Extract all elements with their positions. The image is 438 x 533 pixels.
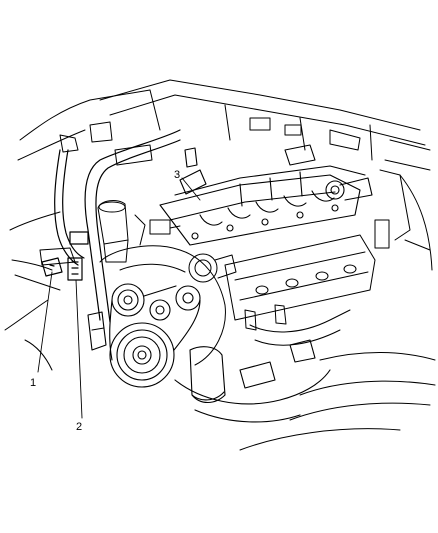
- sensor-connector: [67, 257, 83, 281]
- hoses: [41, 129, 181, 323]
- valve-cover: [224, 234, 376, 346]
- hose-clip-upper: [69, 231, 89, 245]
- accessory-drive: [87, 283, 331, 423]
- front-cover: [97, 200, 237, 366]
- callout-3-label: 3: [174, 169, 180, 181]
- leader-line-1: [37, 271, 53, 373]
- callout-leaders: [37, 177, 201, 419]
- body-panels: [4, 79, 436, 451]
- callout-1-label: 1: [30, 377, 36, 389]
- callout-2-label: 2: [76, 421, 82, 433]
- crank-pulley: [109, 322, 175, 388]
- intake-manifold: [159, 144, 373, 246]
- sensor-1-body: [41, 257, 63, 277]
- leader-line-2: [75, 279, 83, 419]
- water-pump-pulley: [111, 283, 145, 317]
- leader-line-3: [181, 177, 201, 201]
- alternator-pulley: [175, 285, 201, 311]
